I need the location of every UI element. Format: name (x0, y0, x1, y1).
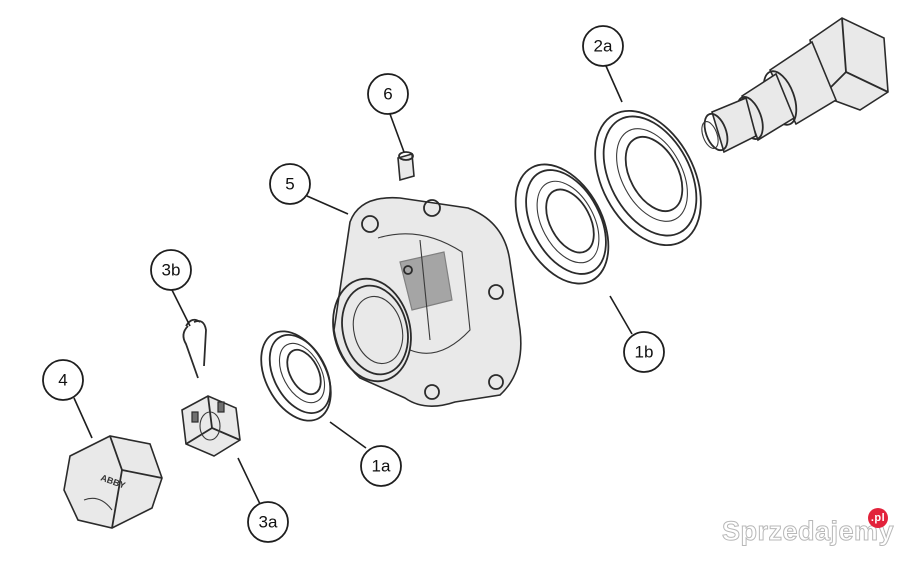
bearing-outer (260, 330, 332, 422)
seal-ring (594, 109, 702, 247)
bearing-inner (514, 163, 610, 285)
watermark: Sprzedajemy .pl (721, 508, 895, 547)
svg-text:2a: 2a (594, 37, 613, 56)
watermark-text: Sprzedajemy (721, 516, 895, 547)
callout-3a: 3a (247, 501, 289, 543)
grease-nipple (397, 151, 415, 182)
callout-1b: 1b (623, 331, 665, 373)
callout-6: 6 (367, 73, 409, 115)
svg-text:4: 4 (58, 371, 67, 390)
wheel-hub (332, 196, 522, 407)
callout-3b: 3b (150, 249, 192, 291)
axle-spindle (701, 17, 889, 154)
svg-text:1a: 1a (372, 457, 391, 476)
callout-4: 4 (42, 359, 84, 401)
leader-lines (73, 65, 633, 505)
cotter-pin (182, 318, 207, 379)
callout-1a: 1a (360, 445, 402, 487)
svg-text:3a: 3a (259, 513, 278, 532)
svg-text:1b: 1b (635, 343, 654, 362)
hub-cap: ABBY (63, 435, 163, 529)
callout-5: 5 (269, 163, 311, 205)
castle-nut (181, 395, 241, 457)
svg-text:5: 5 (285, 175, 294, 194)
callout-2a: 2a (582, 25, 624, 67)
svg-text:3b: 3b (162, 261, 181, 280)
watermark-tld: .pl (868, 508, 888, 528)
svg-text:6: 6 (383, 85, 392, 104)
